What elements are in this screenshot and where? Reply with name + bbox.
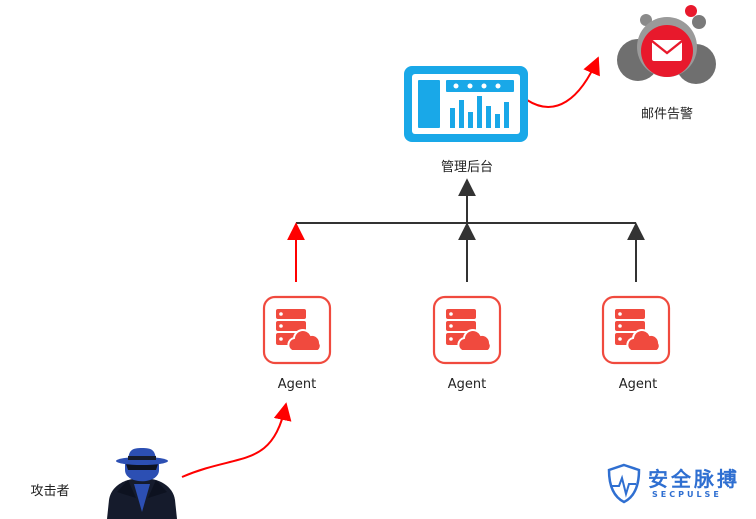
- email-label: 邮件告警: [640, 107, 693, 122]
- dashboard-icon: [404, 66, 528, 142]
- server-cloud-icon: [432, 295, 502, 365]
- hacker-icon: [107, 448, 177, 519]
- attacker-to-agent-arrow: [181, 402, 292, 478]
- attacker-label: 攻击者: [30, 484, 70, 499]
- server-cloud-icon: [262, 295, 332, 365]
- server-cloud-icon: [601, 295, 671, 365]
- agent-label: Agent: [618, 377, 658, 392]
- agent-label: Agent: [447, 377, 487, 392]
- brand-name: 安全脉搏: [648, 467, 740, 491]
- connector-lines: [181, 56, 645, 478]
- admin-label: 管理后台: [440, 160, 493, 175]
- shield-pulse-icon: [607, 463, 641, 504]
- brand-subtitle: SECPULSE: [652, 490, 722, 499]
- admin-to-email-arrow: [526, 56, 600, 108]
- agent-label: Agent: [277, 377, 317, 392]
- envelope-icon: [617, 5, 716, 84]
